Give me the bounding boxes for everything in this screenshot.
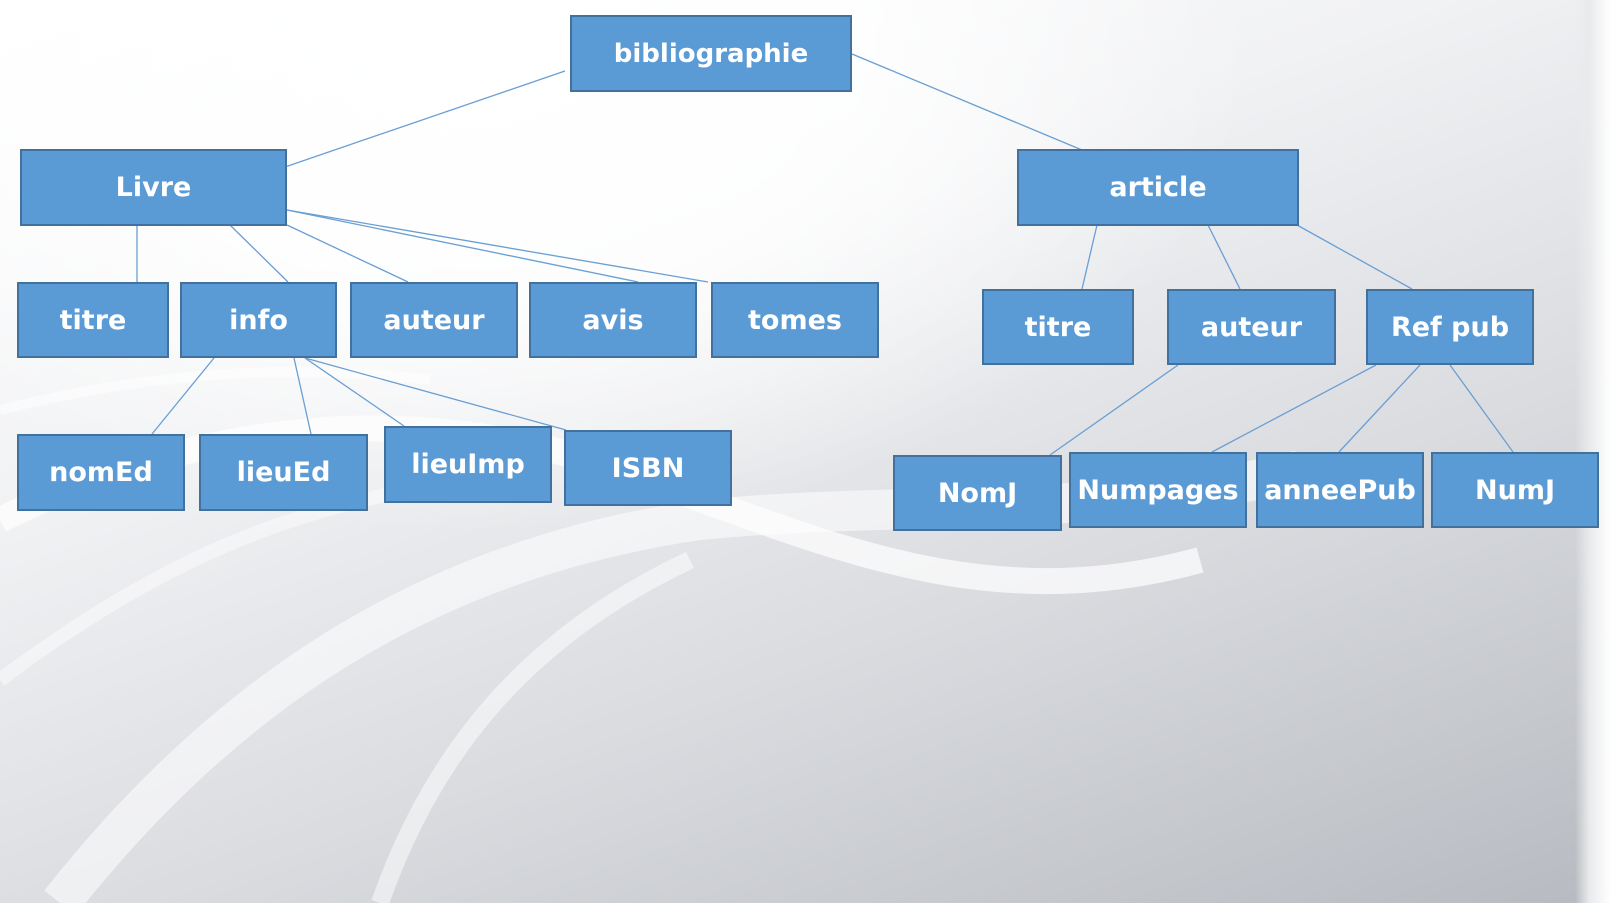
node-numpages[interactable]: Numpages <box>1069 452 1247 528</box>
edge-info-isbn <box>304 357 567 431</box>
edge-info-nomed <box>151 357 215 435</box>
node-article-auteur[interactable]: auteur <box>1167 289 1336 365</box>
edge-info-lieued <box>293 357 312 435</box>
edge-livre-auteur <box>286 224 409 283</box>
node-tomes[interactable]: tomes <box>711 282 879 358</box>
edge-root-article <box>851 53 1083 151</box>
node-lieued[interactable]: lieuEd <box>199 434 368 511</box>
edge-livre-avis <box>286 209 639 283</box>
node-livre[interactable]: Livre <box>20 149 287 226</box>
node-info[interactable]: info <box>180 282 337 358</box>
edge-auteur-nomj <box>1049 364 1179 456</box>
node-nomj[interactable]: NomJ <box>893 455 1062 531</box>
node-article[interactable]: article <box>1017 149 1299 226</box>
node-nomed[interactable]: nomEd <box>17 434 185 511</box>
node-livre-titre[interactable]: titre <box>17 282 169 358</box>
edge-article-titre <box>1081 224 1098 290</box>
edge-livre-tomes <box>286 209 709 283</box>
edge-refpub-numpages <box>1211 364 1377 453</box>
node-article-titre[interactable]: titre <box>982 289 1134 365</box>
edge-refpub-anneepub <box>1338 364 1421 453</box>
node-avis[interactable]: avis <box>529 282 697 358</box>
edge-refpub-numj <box>1449 364 1514 453</box>
node-lieuimp[interactable]: lieuImp <box>384 426 552 503</box>
node-refpub[interactable]: Ref pub <box>1366 289 1534 365</box>
edge-livre-info <box>229 224 289 283</box>
edge-article-refpub <box>1296 224 1413 290</box>
node-numj[interactable]: NumJ <box>1431 452 1599 528</box>
node-livre-auteur[interactable]: auteur <box>350 282 518 358</box>
node-anneepub[interactable]: anneePub <box>1256 452 1424 528</box>
edge-root-livre <box>284 70 566 168</box>
right-edge-bar <box>1575 0 1611 903</box>
edge-info-lieuimp <box>304 357 405 427</box>
edge-article-auteur <box>1207 224 1241 290</box>
node-isbn[interactable]: ISBN <box>564 430 732 506</box>
node-bibliographie[interactable]: bibliographie <box>570 15 852 92</box>
